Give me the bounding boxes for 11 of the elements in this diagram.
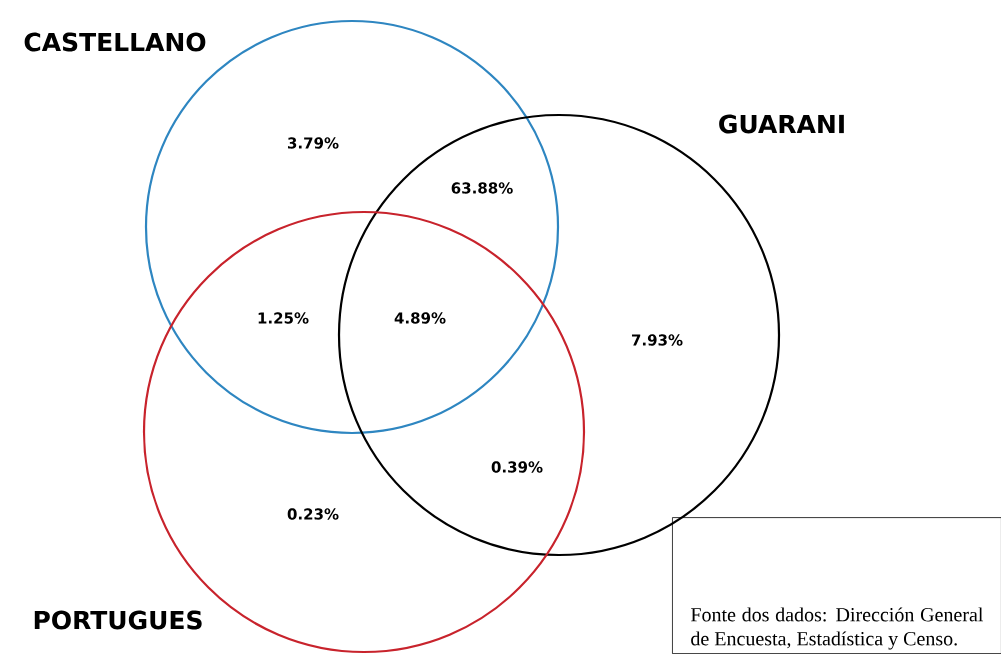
set-name: PORTUGUES (34, 610, 202, 630)
percentage-label: 63.88% (451, 182, 513, 194)
percentage-label: 7.93% (632, 334, 683, 346)
percentage-label: 4.89% (394, 312, 446, 324)
percentage-label: 0.23% (287, 508, 339, 520)
set-name: GUARANI (719, 114, 844, 134)
set-name: CASTELLANO (24, 32, 206, 52)
percentage-label: 0.39% (491, 461, 543, 473)
percentage-label: 3.79% (288, 137, 339, 149)
percentage-label: 1.25% (258, 312, 309, 324)
source-note-box: Fonte dos dados: Dirección General de Encuesta, Estadística y Censo. (672, 517, 1001, 654)
